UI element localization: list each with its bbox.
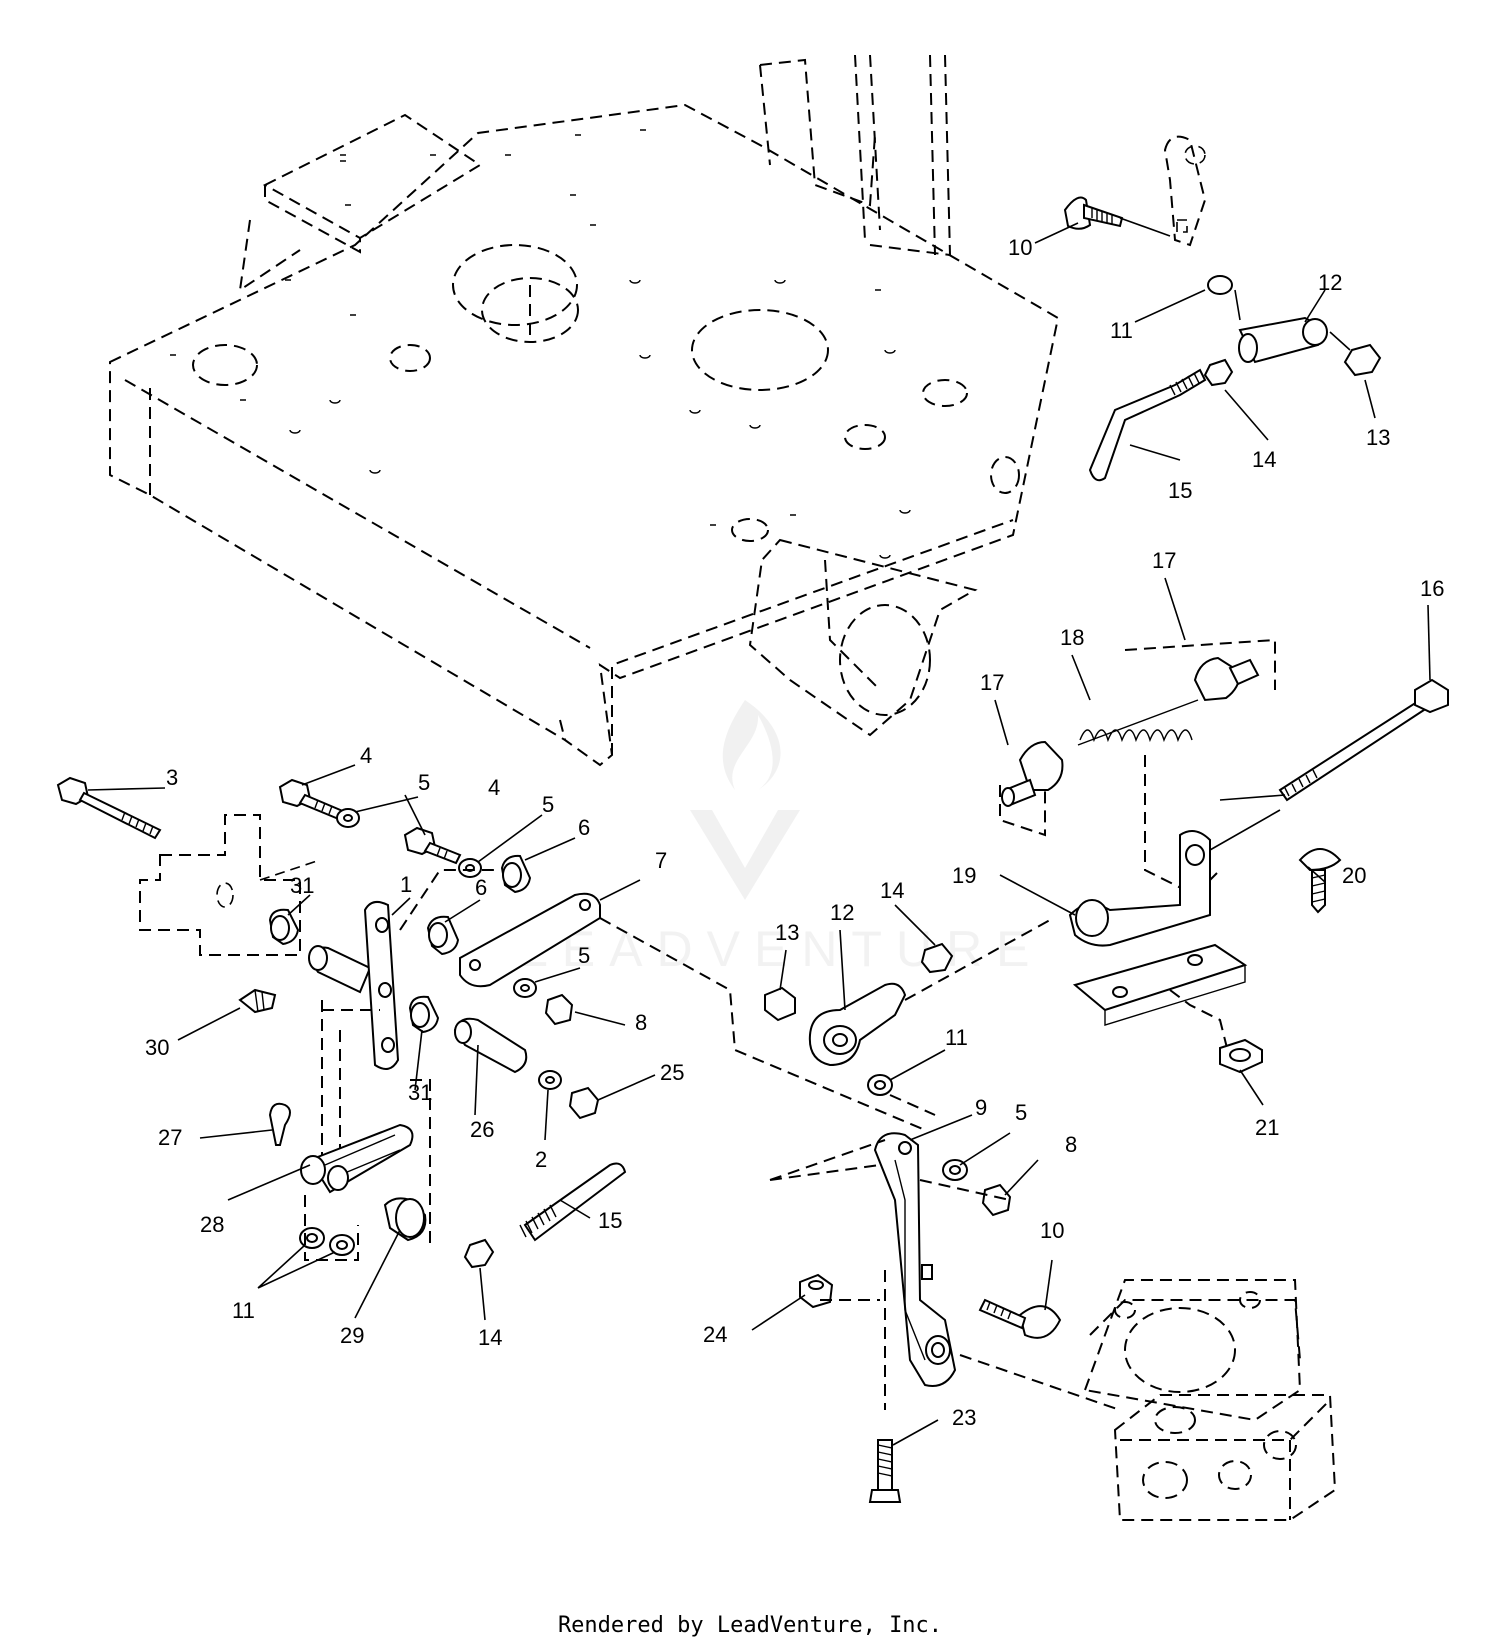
spacer-17-right: [1193, 656, 1242, 702]
jam-nut-14-upper: [1203, 358, 1234, 387]
chassis-frame: [109, 54, 1060, 767]
callout-5: 5: [578, 943, 590, 968]
callout-11: 11: [945, 1025, 968, 1050]
jam-nut-14-center: [920, 942, 954, 974]
callout-15: 15: [598, 1208, 622, 1233]
callout-31: 31: [408, 1080, 432, 1105]
callout-24: 24: [703, 1322, 727, 1347]
callout-16: 16: [1420, 576, 1444, 601]
hydro-pump-housing: [1083, 1279, 1337, 1521]
callout-13: 13: [1366, 425, 1390, 450]
callout-leaders: [87, 222, 1431, 1446]
callout-12: 12: [1318, 270, 1342, 295]
left-linkage-assembly: [56, 776, 926, 1269]
callout-6: 6: [475, 875, 487, 900]
lock-nut-24: [799, 1273, 834, 1309]
callout-11: 11: [1110, 318, 1133, 343]
callout-10: 10: [1008, 235, 1032, 260]
callout-14: 14: [1252, 447, 1276, 472]
upper-linkage-assembly: [1063, 135, 1382, 482]
lock-nut-25: [568, 1086, 600, 1120]
callout-5: 5: [542, 792, 554, 817]
callout-15: 15: [1168, 478, 1192, 503]
spacer-17-left: [1018, 740, 1064, 791]
spring-bracket-assembly: [999, 638, 1449, 1074]
callout-29: 29: [340, 1323, 364, 1348]
compression-spring-18: [1077, 699, 1199, 746]
lock-nut-13-center: [764, 986, 796, 1022]
callout-5: 5: [418, 770, 430, 795]
callout-14: 14: [478, 1325, 502, 1350]
callout-14: 14: [880, 878, 904, 903]
mounting-plate: [1072, 943, 1248, 1012]
rod-end-12-center: [808, 982, 907, 1067]
callout-20: 20: [1342, 863, 1366, 888]
footer-credit: Rendered by LeadVenture, Inc.: [557, 1613, 943, 1638]
callout-10: 10: [1040, 1218, 1064, 1243]
lock-nut-8-a: [544, 993, 574, 1026]
jam-nut-14-lower: [463, 1238, 495, 1269]
callout-7: 7: [655, 848, 667, 873]
callout-23: 23: [952, 1405, 976, 1430]
callout-30: 30: [145, 1035, 169, 1060]
callout-13: 13: [775, 920, 799, 945]
callout-1: 1: [400, 872, 412, 897]
callout-8: 8: [635, 1010, 647, 1035]
control-rod-15-upper: [1088, 368, 1207, 482]
callout-6: 6: [578, 815, 590, 840]
callout-26: 26: [470, 1117, 494, 1142]
callout-labels: 10 11 12 13 14 15 17 17 18 16 3 4 4 5 5 …: [145, 235, 1444, 1430]
callout-3: 3: [166, 765, 178, 790]
callout-8: 8: [1065, 1132, 1077, 1157]
washer-11-upper: [1207, 275, 1233, 295]
callout-11: 11: [232, 1298, 255, 1323]
grease-fitting-30: [238, 988, 277, 1014]
callout-17: 17: [980, 670, 1004, 695]
lock-nut-8-b: [981, 1183, 1012, 1217]
callout-5: 5: [1015, 1100, 1027, 1125]
clevis-28: [308, 1123, 414, 1194]
carriage-bolt-20: [1298, 848, 1342, 872]
carriage-bolt-10-lower: [1018, 1305, 1062, 1339]
callout-18: 18: [1060, 625, 1084, 650]
callout-4: 4: [360, 743, 372, 768]
callout-4: 4: [488, 775, 500, 800]
center-rod-end-assembly: [764, 919, 1051, 1116]
callout-21: 21: [1255, 1115, 1279, 1140]
lock-nut-13-upper: [1343, 343, 1382, 377]
callout-31: 31: [290, 873, 314, 898]
callout-17: 17: [1152, 548, 1176, 573]
callout-19: 19: [952, 863, 976, 888]
callout-9: 9: [975, 1095, 987, 1120]
callout-27: 27: [158, 1125, 182, 1150]
callout-12: 12: [830, 900, 854, 925]
callout-28: 28: [200, 1212, 224, 1237]
callout-25: 25: [660, 1060, 684, 1085]
callout-2: 2: [535, 1147, 547, 1172]
cotter-pin-27: [268, 1102, 291, 1146]
bellcrank-assembly: [769, 1132, 1121, 1503]
